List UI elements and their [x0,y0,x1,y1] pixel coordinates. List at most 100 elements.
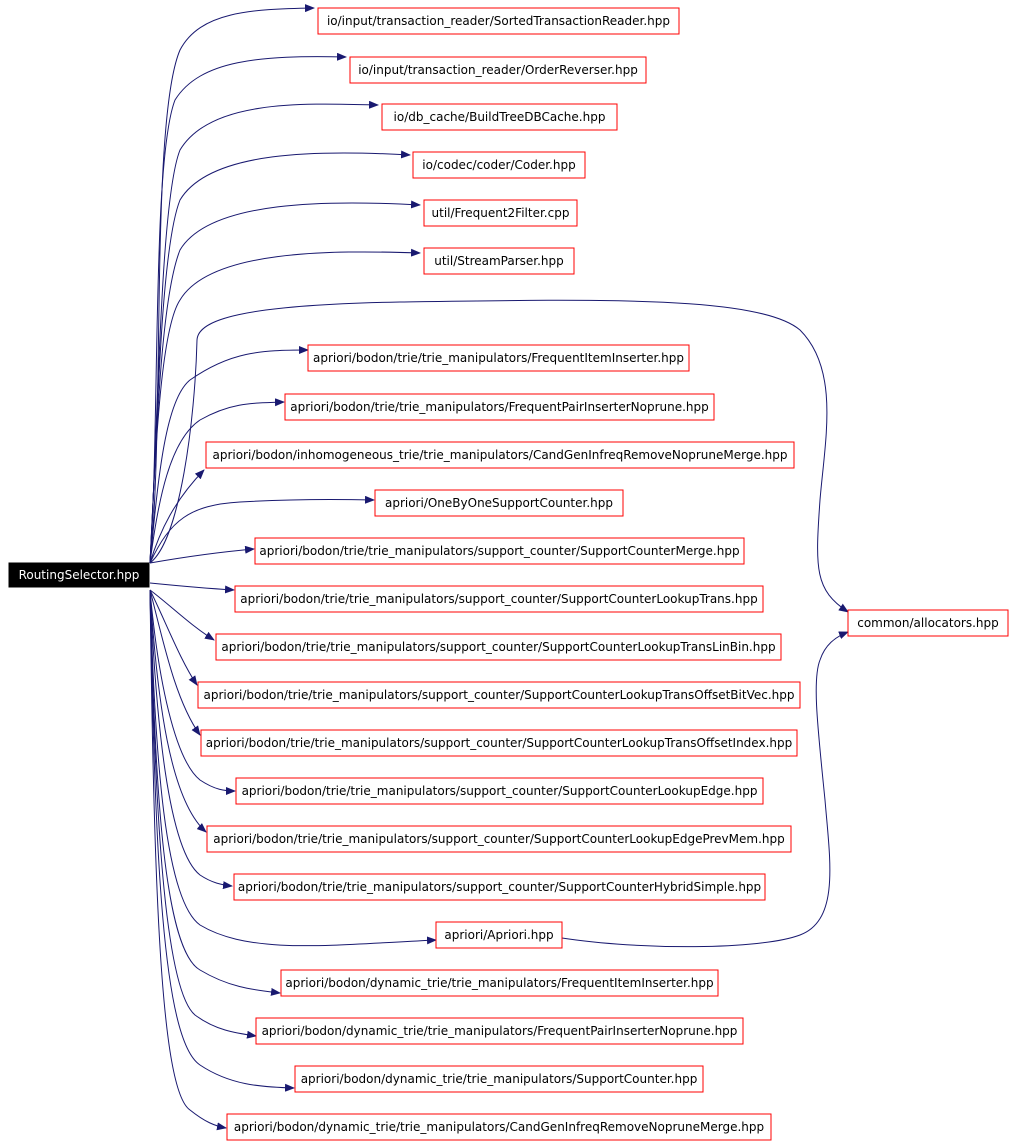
dependency-node-box [280,969,719,997]
dependency-node-box [233,873,766,901]
edge-to-lookup-trans-offset-bitvec [149,589,198,686]
dependency-node[interactable]: apriori/bodon/dynamic_trie/trie_manipula… [226,1113,772,1141]
edge-to-hybrid-simple [149,589,233,890]
dependency-node[interactable]: util/Frequent2Filter.cpp [423,199,578,227]
dependency-node-label: apriori/bodon/trie/trie_manipulators/sup… [221,640,775,654]
edge-to-order-reverser [149,52,347,564]
dependency-node-label: util/StreamParser.hpp [434,254,564,268]
edge-apriori-to-allocators [561,631,849,948]
dependency-node[interactable]: apriori/bodon/dynamic_trie/trie_manipula… [280,969,719,997]
dependency-node-box [226,1113,772,1141]
edge-to-lookup-edge-prev-mem [149,589,207,833]
dependency-node-label: io/codec/coder/Coder.hpp [422,158,575,172]
dependency-node[interactable]: apriori/Apriori.hpp [435,921,563,949]
edge-to-stream-parser [149,248,421,564]
dependency-node[interactable]: apriori/bodon/trie/trie_manipulators/sup… [197,681,801,709]
dependency-node-label: apriori/bodon/dynamic_trie/trie_manipula… [301,1072,698,1086]
edge-to-dynamic-frequent-item-inserter [149,589,281,996]
edge-to-dynamic-frequent-pair-inserter [149,589,257,1039]
dependency-node-box [374,489,624,517]
edge-to-lookup-edge [149,589,236,795]
dependency-node-label: io/input/transaction_reader/SortedTransa… [327,14,670,28]
dependency-node-box [317,7,680,35]
edge-to-lookup-trans [149,582,235,594]
dependency-node-label: apriori/bodon/trie/trie_manipulators/sup… [206,736,792,750]
edge-to-inhomogeneous-candgen [149,469,205,564]
dependency-node-box [435,921,563,949]
dependency-node[interactable]: apriori/bodon/trie/trie_manipulators/sup… [233,873,766,901]
dependency-node-label: apriori/bodon/trie/trie_manipulators/Fre… [313,351,684,365]
dependency-node[interactable]: apriori/bodon/trie/trie_manipulators/sup… [215,633,782,661]
edge-routing-to-allocators [149,299,849,613]
dependency-node-label: util/Frequent2Filter.cpp [432,206,570,220]
dependency-node-box [254,537,745,565]
dependency-node-label: apriori/bodon/trie/trie_manipulators/sup… [242,784,758,798]
dependency-node[interactable]: apriori/bodon/trie/trie_manipulators/Fre… [284,393,715,421]
dependency-node-label: apriori/bodon/trie/trie_manipulators/sup… [204,688,795,702]
edge-to-dynamic-candgen [149,589,227,1131]
dependency-edges [149,4,849,1131]
dependency-node[interactable]: apriori/bodon/trie/trie_manipulators/sup… [235,777,764,805]
dependency-node-box [294,1065,704,1093]
dependency-node[interactable]: util/StreamParser.hpp [423,247,575,275]
root-node-label: RoutingSelector.hpp [19,568,140,582]
dependency-node[interactable]: apriori/bodon/trie/trie_manipulators/Fre… [307,344,690,372]
dependency-node-box [205,441,795,469]
dependency-node-box [206,825,792,853]
dependency-node-label: apriori/bodon/trie/trie_manipulators/sup… [238,880,761,894]
dependency-node[interactable]: apriori/bodon/trie/trie_manipulators/sup… [200,729,798,757]
dependency-node-box [349,56,647,84]
dependency-node[interactable]: io/input/transaction_reader/OrderReverse… [349,56,647,84]
dependency-node-box [423,247,575,275]
dependency-node-box [235,777,764,805]
dependency-node-box [284,393,715,421]
edge-to-lookup-trans-lin-bin [149,589,215,641]
edge-to-sorted-transaction-reader [149,4,315,564]
dependency-node-label: apriori/bodon/trie/trie_manipulators/sup… [240,592,757,606]
dependency-node[interactable]: apriori/bodon/trie/trie_manipulators/sup… [206,825,792,853]
root-node-box [8,562,150,588]
dependency-node-label: apriori/Apriori.hpp [444,928,553,942]
dependency-node-label: apriori/bodon/dynamic_trie/trie_manipula… [234,1120,764,1134]
allocators-node-label: common/allocators.hpp [857,616,999,630]
dependency-node-box [234,585,764,613]
edge-to-apriori [149,589,437,947]
dependency-node[interactable]: apriori/bodon/trie/trie_manipulators/sup… [234,585,764,613]
dependency-node-label: apriori/bodon/inhomogeneous_trie/trie_ma… [212,448,787,462]
allocators-node[interactable]: common/allocators.hpp [847,609,1009,637]
dependency-node-box [423,199,578,227]
dependency-node[interactable]: apriori/OneByOneSupportCounter.hpp [374,489,624,517]
dependency-node-label: io/input/transaction_reader/OrderReverse… [358,63,638,77]
dependency-node[interactable]: apriori/bodon/dynamic_trie/trie_manipula… [255,1017,744,1045]
edge-to-frequent-item-inserter [149,346,309,564]
dependency-node-box [197,681,801,709]
dependency-node[interactable]: apriori/bodon/inhomogeneous_trie/trie_ma… [205,441,795,469]
dependency-node-box [255,1017,744,1045]
dependency-node-label: apriori/bodon/trie/trie_manipulators/sup… [259,544,739,558]
dependency-node[interactable]: io/db_cache/BuildTreeDBCache.hpp [381,103,618,131]
dependency-node-box [215,633,782,661]
edge-to-frequent-pair-inserter-noprune [149,398,285,564]
dependency-node-label: apriori/OneByOneSupportCounter.hpp [385,496,613,510]
dependency-node-box [307,344,690,372]
dependency-node-box [200,729,798,757]
dependency-node-box [381,103,618,131]
dependency-node[interactable]: io/codec/coder/Coder.hpp [412,151,586,179]
dependency-node[interactable]: apriori/bodon/dynamic_trie/trie_manipula… [294,1065,704,1093]
edge-to-support-counter-merge [149,545,255,564]
dependency-node-box [412,151,586,179]
dependency-nodes: io/input/transaction_reader/SortedTransa… [8,7,1009,1141]
edge-to-lookup-trans-offset-index [149,589,201,736]
dependency-node[interactable]: apriori/bodon/trie/trie_manipulators/sup… [254,537,745,565]
edge-to-dynamic-support-counter [149,589,295,1092]
dependency-node-label: io/db_cache/BuildTreeDBCache.hpp [394,110,606,124]
dependency-node-label: apriori/bodon/trie/trie_manipulators/sup… [213,832,784,846]
dependency-node-label: apriori/bodon/dynamic_trie/trie_manipula… [285,976,713,990]
allocators-node-box [847,609,1009,637]
root-node[interactable]: RoutingSelector.hpp [8,562,150,588]
dependency-node-label: apriori/bodon/trie/trie_manipulators/Fre… [290,400,709,414]
dependency-node[interactable]: io/input/transaction_reader/SortedTransa… [317,7,680,35]
dependency-node-label: apriori/bodon/dynamic_trie/trie_manipula… [262,1024,738,1038]
edge-to-build-tree-db-cache [149,100,379,564]
